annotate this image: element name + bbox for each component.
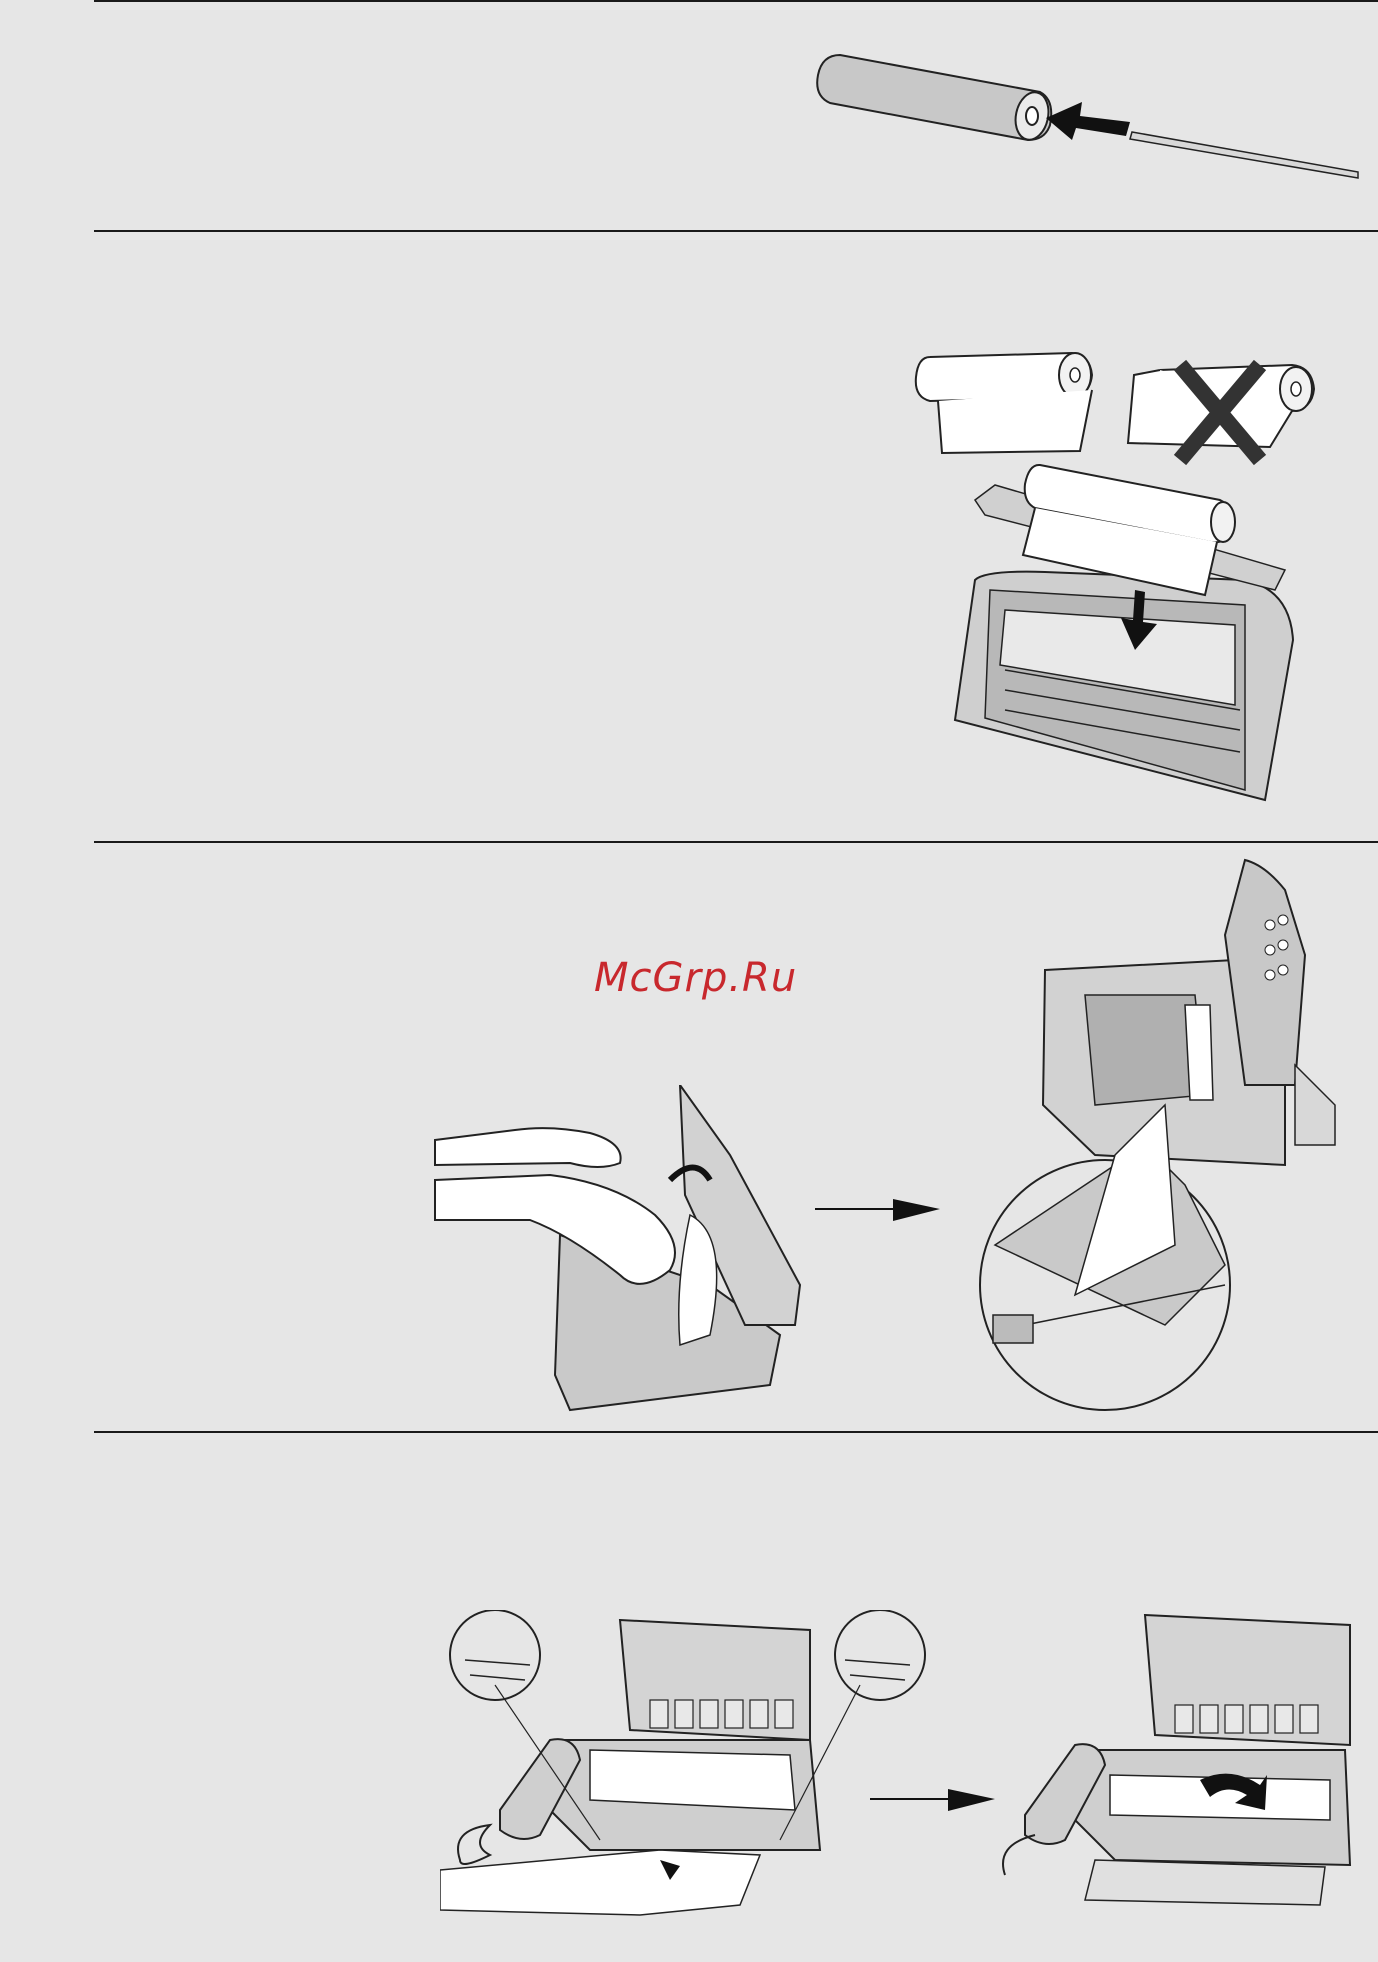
fax-cover-closed-detail bbox=[965, 855, 1345, 1415]
section-divider-1 bbox=[94, 230, 1378, 232]
watermark: McGrp.Ru bbox=[594, 955, 797, 1001]
hands-threading-paper bbox=[430, 1085, 810, 1415]
section-divider-3 bbox=[94, 1431, 1378, 1433]
incorrect-roll-orientation bbox=[1120, 355, 1330, 470]
fax-cover-closing bbox=[995, 1605, 1355, 1915]
arrow-right-icon bbox=[870, 1785, 1000, 1815]
arrow-left-icon bbox=[1046, 102, 1130, 140]
roll-with-spindle-illustration bbox=[810, 40, 1370, 190]
step-arrow-2 bbox=[870, 1785, 1000, 1815]
step-arrow-1 bbox=[815, 1195, 945, 1225]
top-rule bbox=[94, 0, 1378, 2]
fax-with-guide-callouts bbox=[440, 1610, 940, 1920]
correct-roll-orientation bbox=[910, 345, 1100, 460]
arrow-right-icon bbox=[815, 1195, 945, 1225]
roll-drop-into-fax bbox=[945, 460, 1305, 820]
section-divider-2 bbox=[94, 841, 1378, 843]
